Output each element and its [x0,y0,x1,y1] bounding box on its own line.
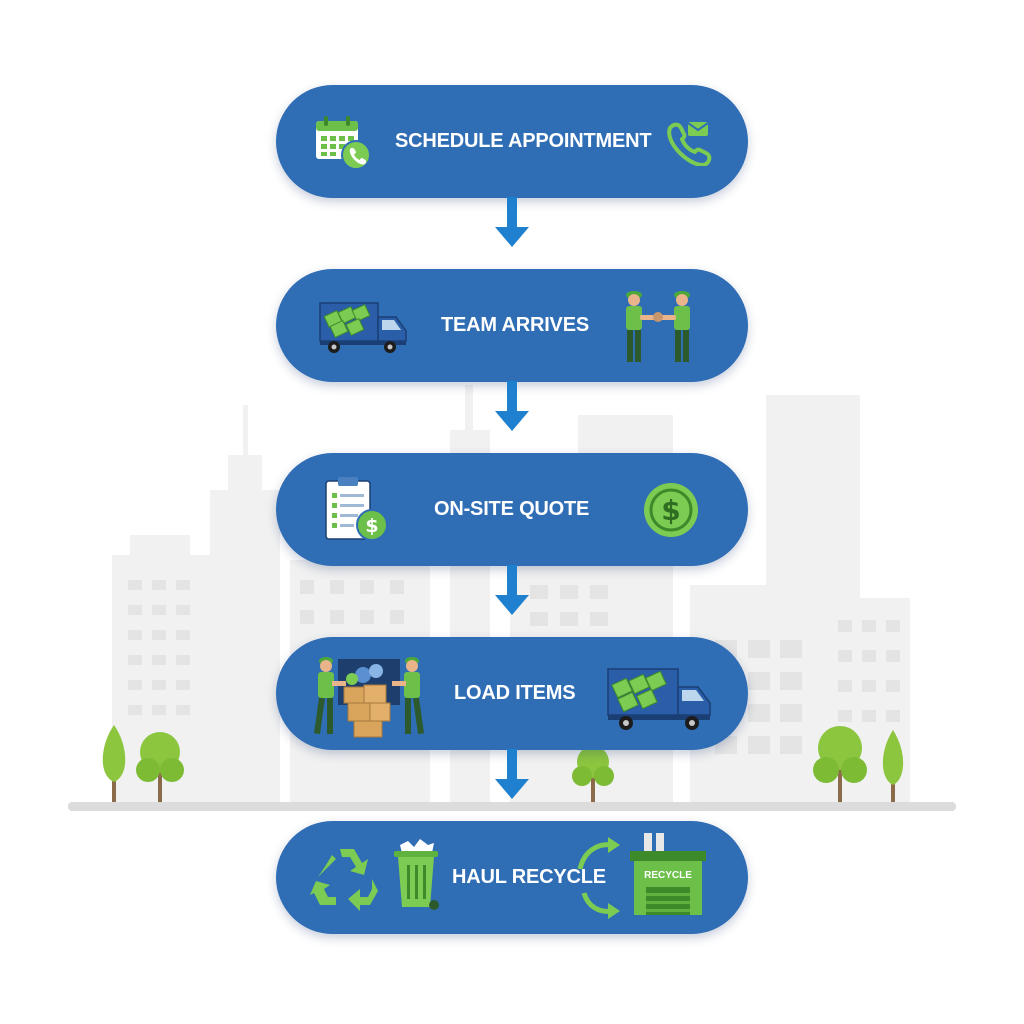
step-team-arrives: TEAM ARRIVES [276,269,748,382]
workers-loading-boxes-icon [314,657,424,738]
tree [102,725,126,802]
step-label: LOAD ITEMS [454,682,576,704]
truck-icon [319,302,407,353]
down-arrow-icon [495,197,529,247]
step-label: SCHEDULE APPOINTMENT [395,130,652,152]
step-label: HAUL RECYCLE [452,866,606,888]
step-schedule-appointment: SCHEDULE APPOINTMENT [276,85,748,198]
step-label: TEAM ARRIVES [441,314,589,336]
recycling-facility-icon: RECYCLE [577,833,706,919]
step-haul-recycle: HAUL RECYCLE RECYCLE [276,821,748,934]
svg-text:$: $ [661,494,680,527]
step-on-site-quote: $ ON-SITE QUOTE $ [276,453,748,566]
down-arrow-icon [495,381,529,431]
svg-text:$: $ [365,515,378,537]
calendar-phone-icon [316,116,370,170]
phone-icon [667,122,712,166]
dollar-coin-icon: $ [644,483,698,537]
step-label: ON-SITE QUOTE [434,498,590,520]
clipboard-dollar-icon: $ [325,477,388,541]
workers-handshake-icon [626,291,690,362]
down-arrow-icon [495,565,529,615]
step-load-items: LOAD ITEMS [276,637,748,750]
facility-sign: RECYCLE [644,870,692,881]
trash-bin-icon [394,839,439,910]
down-arrow-icon [495,749,529,799]
truck-icon [607,668,711,730]
recycle-icon [310,849,378,911]
